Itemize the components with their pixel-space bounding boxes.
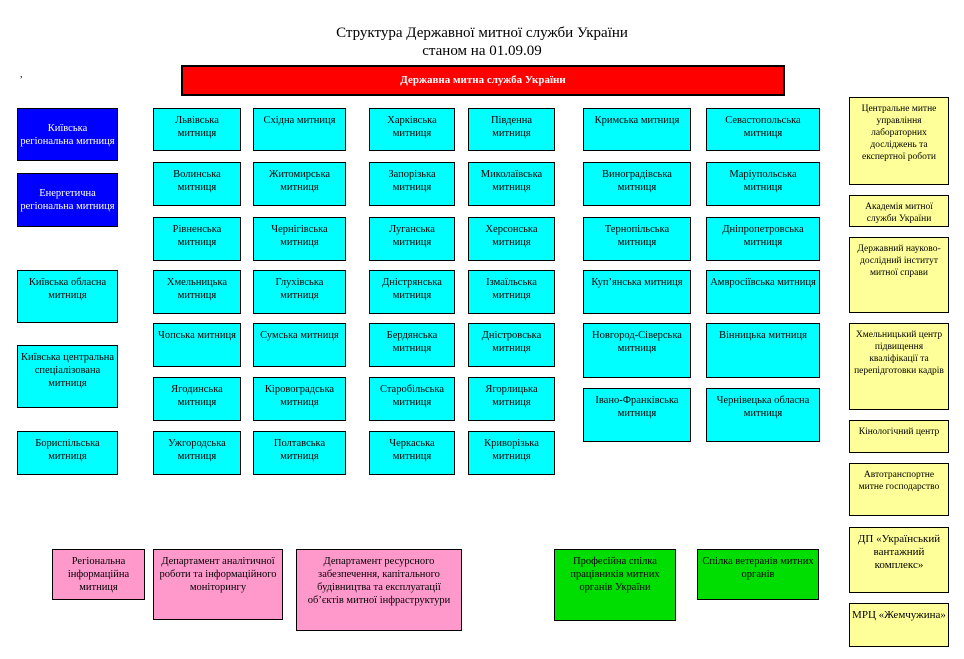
customs-box: Чернігівська митниця bbox=[253, 217, 346, 261]
customs-box: Тернопільська митниця bbox=[583, 217, 691, 261]
customs-box: Полтавська митниця bbox=[253, 431, 346, 475]
union-box: Професійна спілка працівників митних орг… bbox=[554, 549, 676, 621]
customs-box: Херсонська митниця bbox=[468, 217, 555, 261]
customs-box: Кримська митниця bbox=[583, 108, 691, 151]
institution-box: Центральне митне управління лабораторних… bbox=[849, 97, 949, 185]
institution-box: МРЦ «Жемчужина» bbox=[849, 603, 949, 647]
institution-box: Хмельницький центр підвищення кваліфікац… bbox=[849, 323, 949, 410]
institution-box: Державний науково-дослідний інститут мит… bbox=[849, 237, 949, 313]
institution-box: Академія митної служби України bbox=[849, 195, 949, 227]
customs-box: Східна митниця bbox=[253, 108, 346, 151]
customs-box: Севастопольська митниця bbox=[706, 108, 820, 151]
customs-box: Старобільська митниця bbox=[369, 377, 455, 421]
customs-box: Маріупольська митниця bbox=[706, 162, 820, 206]
customs-box: Кіровоградська митниця bbox=[253, 377, 346, 421]
customs-box: Амвросіївська митниця bbox=[706, 270, 820, 314]
customs-box: Львівська митниця bbox=[153, 108, 241, 151]
customs-box: Івано-Франківська митниця bbox=[583, 388, 691, 442]
customs-box: Дністрянська митниця bbox=[369, 270, 455, 314]
institution-box: Автотранспортне митне господарство bbox=[849, 463, 949, 516]
customs-box: Бердянська митниця bbox=[369, 323, 455, 367]
customs-box: Житомирська митниця bbox=[253, 162, 346, 206]
page-subtitle: станом на 01.09.09 bbox=[422, 43, 542, 59]
customs-box: Ягорлицька митниця bbox=[468, 377, 555, 421]
customs-box: Криворізька митниця bbox=[468, 431, 555, 475]
customs-box: Запорізька митниця bbox=[369, 162, 455, 206]
customs-box-boryspil: Бориспільська митниця bbox=[17, 431, 118, 475]
customs-box: Волинська митниця bbox=[153, 162, 241, 206]
page-title: Структура Державної митної служби Україн… bbox=[336, 25, 628, 41]
department-box: Департамент ресурсного забезпечення, кап… bbox=[296, 549, 462, 631]
customs-box: Харківська митниця bbox=[369, 108, 455, 151]
customs-box: Ізмаїльська митниця bbox=[468, 270, 555, 314]
customs-box-kyiv-oblast: Київська обласна митниця bbox=[17, 270, 118, 323]
customs-box: Дністровська митниця bbox=[468, 323, 555, 367]
customs-box: Сумська митниця bbox=[253, 323, 346, 367]
department-box: Регіональна інформаційна митниця bbox=[52, 549, 145, 600]
regional-box-energy: Енергетична регіональна митниця bbox=[17, 173, 118, 227]
customs-box: Чернівецька обласна митниця bbox=[706, 388, 820, 442]
customs-box: Черкаська митниця bbox=[369, 431, 455, 475]
customs-box: Глухівська митниця bbox=[253, 270, 346, 314]
customs-box: Луганська митниця bbox=[369, 217, 455, 261]
customs-box: Хмельницька митниця bbox=[153, 270, 241, 314]
root-box: Державна митна служба України bbox=[181, 65, 785, 96]
stray-mark: , bbox=[20, 69, 23, 80]
union-box: Спілка ветеранів митних органів bbox=[697, 549, 819, 600]
customs-box: Дніпропетровська митниця bbox=[706, 217, 820, 261]
customs-box: Миколаївська митниця bbox=[468, 162, 555, 206]
customs-box: Південна митниця bbox=[468, 108, 555, 151]
customs-box: Ужгородська митниця bbox=[153, 431, 241, 475]
customs-box: Чопська митниця bbox=[153, 323, 241, 367]
customs-box: Новгород-Сіверська митниця bbox=[583, 323, 691, 378]
department-box: Департамент аналітичної роботи та інформ… bbox=[153, 549, 283, 620]
customs-box: Рівненська митниця bbox=[153, 217, 241, 261]
customs-box: Ягодинська митниця bbox=[153, 377, 241, 421]
regional-box-kyiv: Київська регіональна митниця bbox=[17, 108, 118, 161]
customs-box-kyiv-central: Київська центральна спеціалізована митни… bbox=[17, 345, 118, 408]
customs-box: Куп’янська митниця bbox=[583, 270, 691, 314]
customs-box: Виноградівська митниця bbox=[583, 162, 691, 206]
customs-box: Вінницька митниця bbox=[706, 323, 820, 378]
institution-box: ДП «Український вантажний комплекс» bbox=[849, 527, 949, 593]
institution-box: Кінологічний центр bbox=[849, 420, 949, 453]
